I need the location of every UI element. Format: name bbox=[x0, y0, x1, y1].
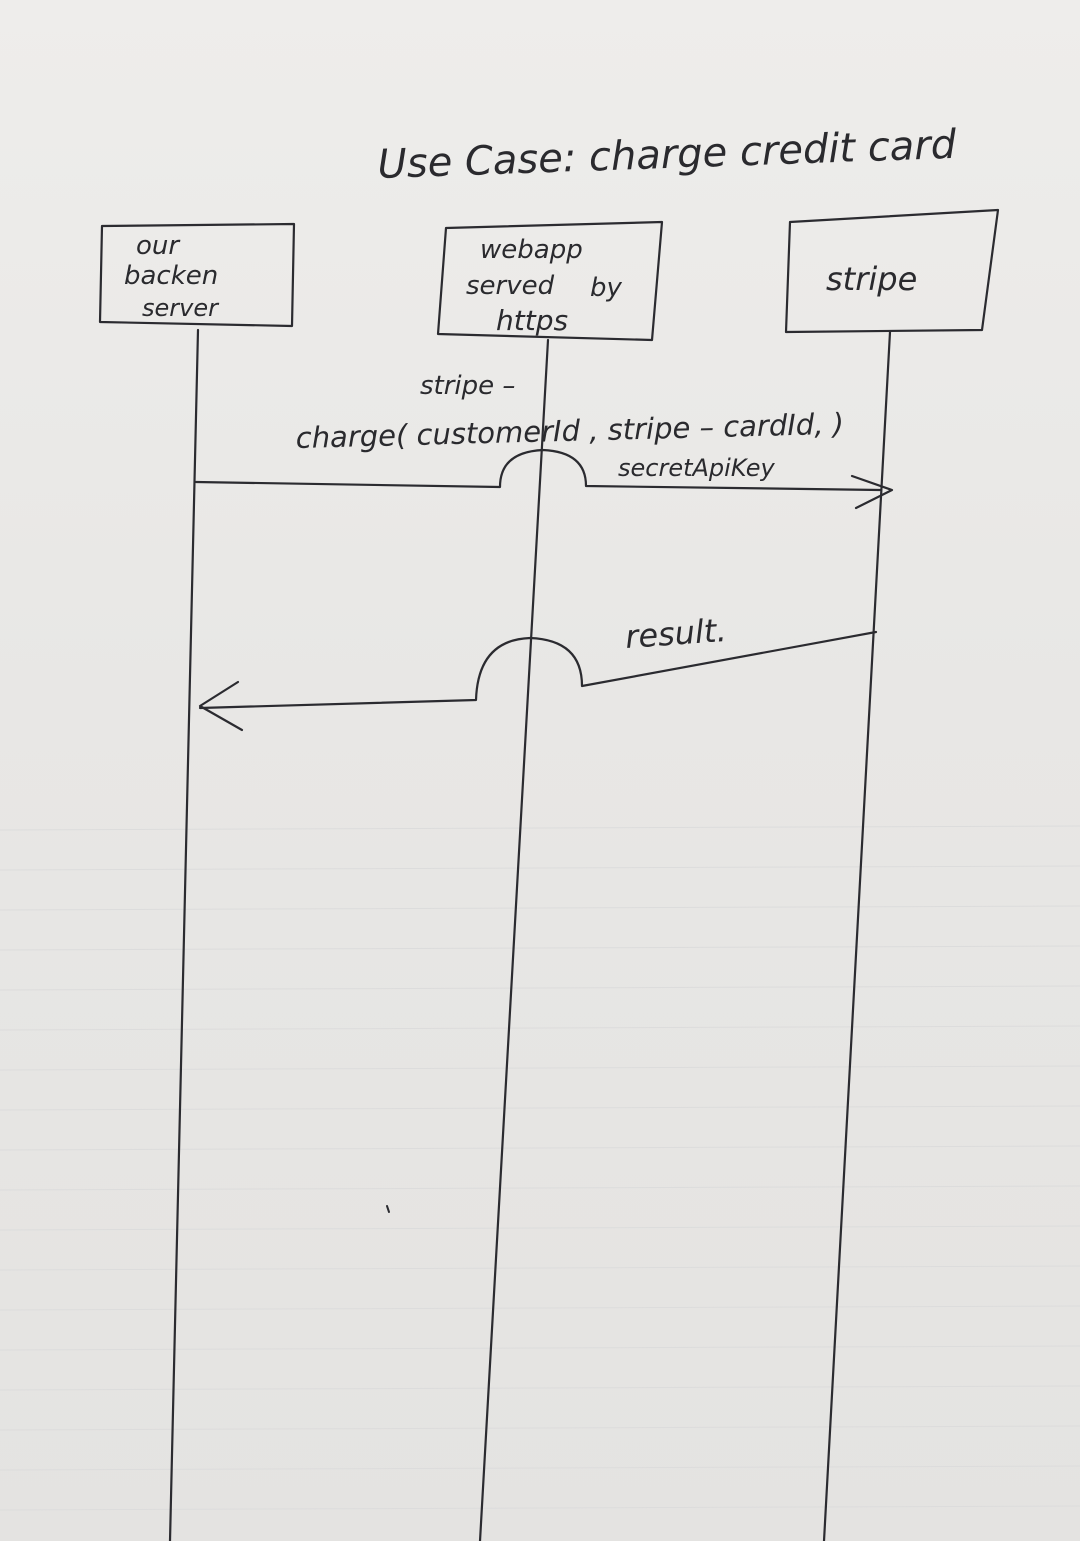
participant-stripe-line-1: stripe bbox=[826, 260, 917, 298]
lifeline-webapp bbox=[478, 338, 550, 1541]
message-result-label: result. bbox=[624, 611, 728, 656]
participant-webapp-line-2: served bbox=[466, 271, 555, 301]
participant-webapp-line-3: by bbox=[590, 273, 623, 303]
participant-backend-line-3: server bbox=[142, 294, 220, 322]
participant-backend: our backen server bbox=[98, 222, 296, 328]
message-charge-label-sub: secretApiKey bbox=[618, 454, 775, 482]
participant-webapp-box bbox=[436, 220, 664, 342]
lifeline-backend bbox=[168, 328, 200, 1541]
participant-backend-box bbox=[98, 222, 296, 328]
participant-stripe-box bbox=[784, 208, 1000, 334]
message-charge-label-main: charge( customerId , stripe – cardId, ) bbox=[295, 407, 844, 455]
message-charge-arrowhead bbox=[850, 474, 894, 510]
participant-backend-line-2: backen bbox=[124, 261, 218, 291]
paper-rules bbox=[0, 825, 1080, 1511]
message-result: result. bbox=[198, 611, 878, 732]
participant-webapp-line-1: webapp bbox=[480, 235, 583, 265]
lifeline-stripe bbox=[822, 330, 892, 1541]
participant-webapp-line-4: https bbox=[496, 304, 568, 337]
message-result-arrow-line bbox=[198, 630, 878, 710]
participant-backend-line-1: our bbox=[136, 231, 181, 261]
participant-stripe: stripe bbox=[784, 208, 1000, 334]
message-charge-label-top: stripe – bbox=[420, 371, 515, 401]
message-charge-arrow-line bbox=[194, 448, 882, 492]
diagram-title: Use Case: charge credit card bbox=[377, 122, 958, 188]
stray-pen-mark bbox=[386, 1205, 390, 1213]
message-result-arrowhead bbox=[198, 680, 244, 732]
participant-webapp: webapp served by https bbox=[436, 220, 664, 342]
